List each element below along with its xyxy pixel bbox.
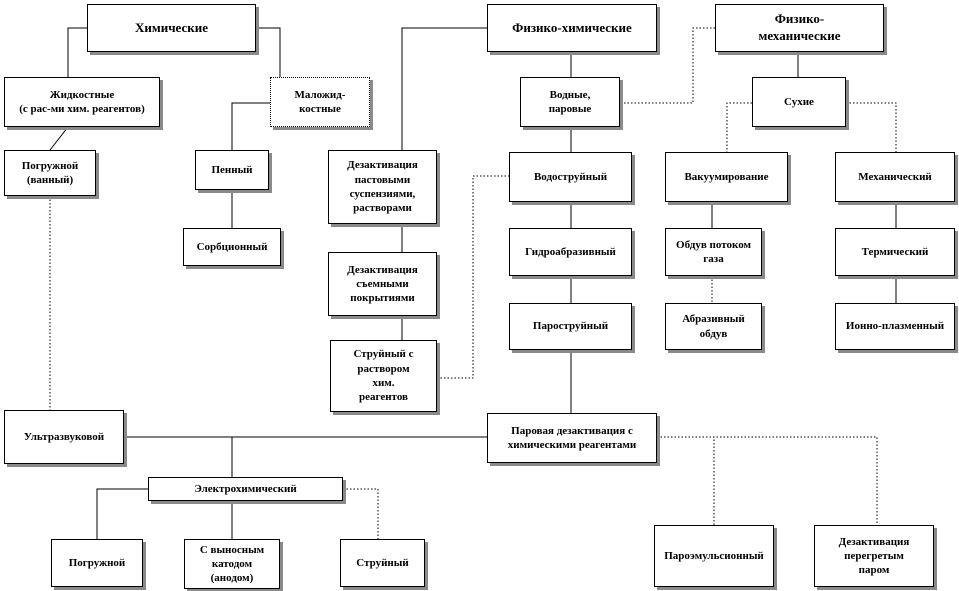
node-steam-chem: Паровая дезактивация с химическими реаге… <box>487 413 657 463</box>
node-steamjet: Пароструйный <box>509 303 632 350</box>
node-chemical: Химические <box>87 4 256 52</box>
node-abrasive-blowing: Абразивный обдув <box>665 303 762 350</box>
node-mechanical: Механический <box>835 152 955 202</box>
node-vacuum: Вакуумирование <box>665 152 788 202</box>
node-ion-plasma: Ионно-плазменный <box>835 303 955 350</box>
node-lowliquid: Маложид- костные <box>270 77 370 127</box>
node-ultrasonic: Ультразвуковой <box>4 410 124 464</box>
node-water-steam: Водные, паровые <box>520 77 620 127</box>
node-steam-emulsion: Пароэмульсионный <box>654 525 774 587</box>
node-jet: Струйный <box>340 539 425 587</box>
node-removable-coatings: Дезактивация съемными покрытиями <box>328 252 437 316</box>
node-liquid: Жидкостные (с рас-ми хим. реагентов) <box>4 77 160 127</box>
node-sorption: Сорбционный <box>183 228 281 266</box>
node-immersion: Погружной <box>51 539 143 587</box>
node-thermal: Термический <box>835 228 955 276</box>
node-waterjet: Водоструйный <box>509 152 632 202</box>
node-immersion-bath: Погружной (ванный) <box>4 150 96 196</box>
node-jet-reagents: Струйный с раствором хим. реагентов <box>330 340 437 412</box>
node-physmech: Физико- механические <box>715 4 884 52</box>
node-paste-suspension: Дезактивация пастовыми суспензиями, раст… <box>328 150 437 224</box>
node-remote-cathode: С выносным катодом (анодом) <box>184 539 280 589</box>
node-electrochem: Электрохимический <box>148 477 343 501</box>
node-dry: Сухие <box>752 77 846 127</box>
node-foam: Пенный <box>195 150 269 190</box>
node-physchem: Физико-химические <box>487 4 657 52</box>
node-hydroabrasive: Гидроабразивный <box>509 228 632 276</box>
node-superheated-steam: Дезактивация перегретым паром <box>814 525 934 587</box>
node-gas-blowing: Обдув потоком газа <box>665 228 762 276</box>
